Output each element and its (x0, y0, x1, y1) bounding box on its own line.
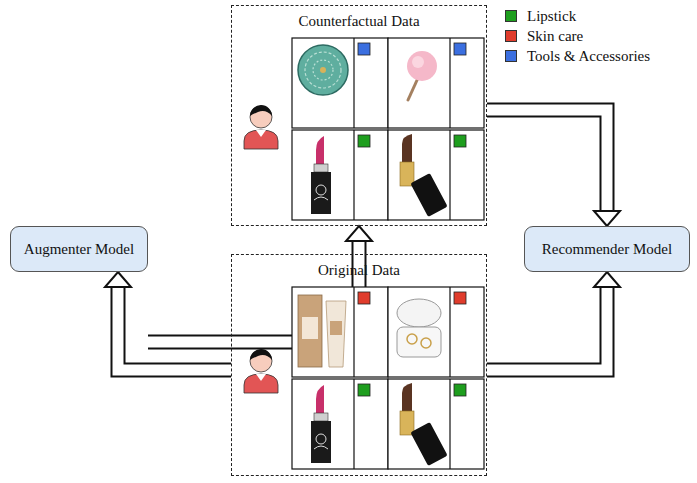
model-box: Augmenter Model (10, 226, 148, 272)
legend-swatch (505, 10, 517, 22)
data-group: Counterfactual Data (231, 5, 487, 226)
product-card (292, 38, 388, 128)
legend-row: Skin care (505, 26, 650, 46)
user-icon (244, 349, 278, 393)
hollow-arrow (105, 272, 231, 370)
product-card (388, 130, 484, 220)
product-card (292, 379, 388, 469)
product-card (292, 287, 388, 377)
legend-label: Tools & Accessories (527, 47, 650, 65)
box-label: Recommender Model (542, 240, 672, 258)
hollow-arrow (487, 110, 620, 226)
hollow-arrow (487, 272, 620, 370)
legend-row: Lipstick (505, 6, 650, 26)
legend-label: Lipstick (527, 7, 576, 25)
product-card (388, 287, 484, 377)
legend: LipstickSkin careTools & Accessories (505, 6, 650, 66)
product-card (388, 379, 484, 469)
legend-swatch (505, 50, 517, 62)
legend-row: Tools & Accessories (505, 46, 650, 66)
product-card (388, 38, 484, 128)
legend-label: Skin care (527, 27, 583, 45)
user-icon (244, 105, 278, 149)
data-group: Original Data (231, 254, 487, 476)
legend-swatch (505, 30, 517, 42)
box-label: Augmenter Model (24, 240, 134, 258)
group-heading: Original Data (318, 261, 400, 279)
model-box: Recommender Model (524, 226, 690, 272)
group-heading: Counterfactual Data (298, 12, 419, 30)
product-card (292, 130, 388, 220)
hollow-arrow (148, 226, 372, 342)
